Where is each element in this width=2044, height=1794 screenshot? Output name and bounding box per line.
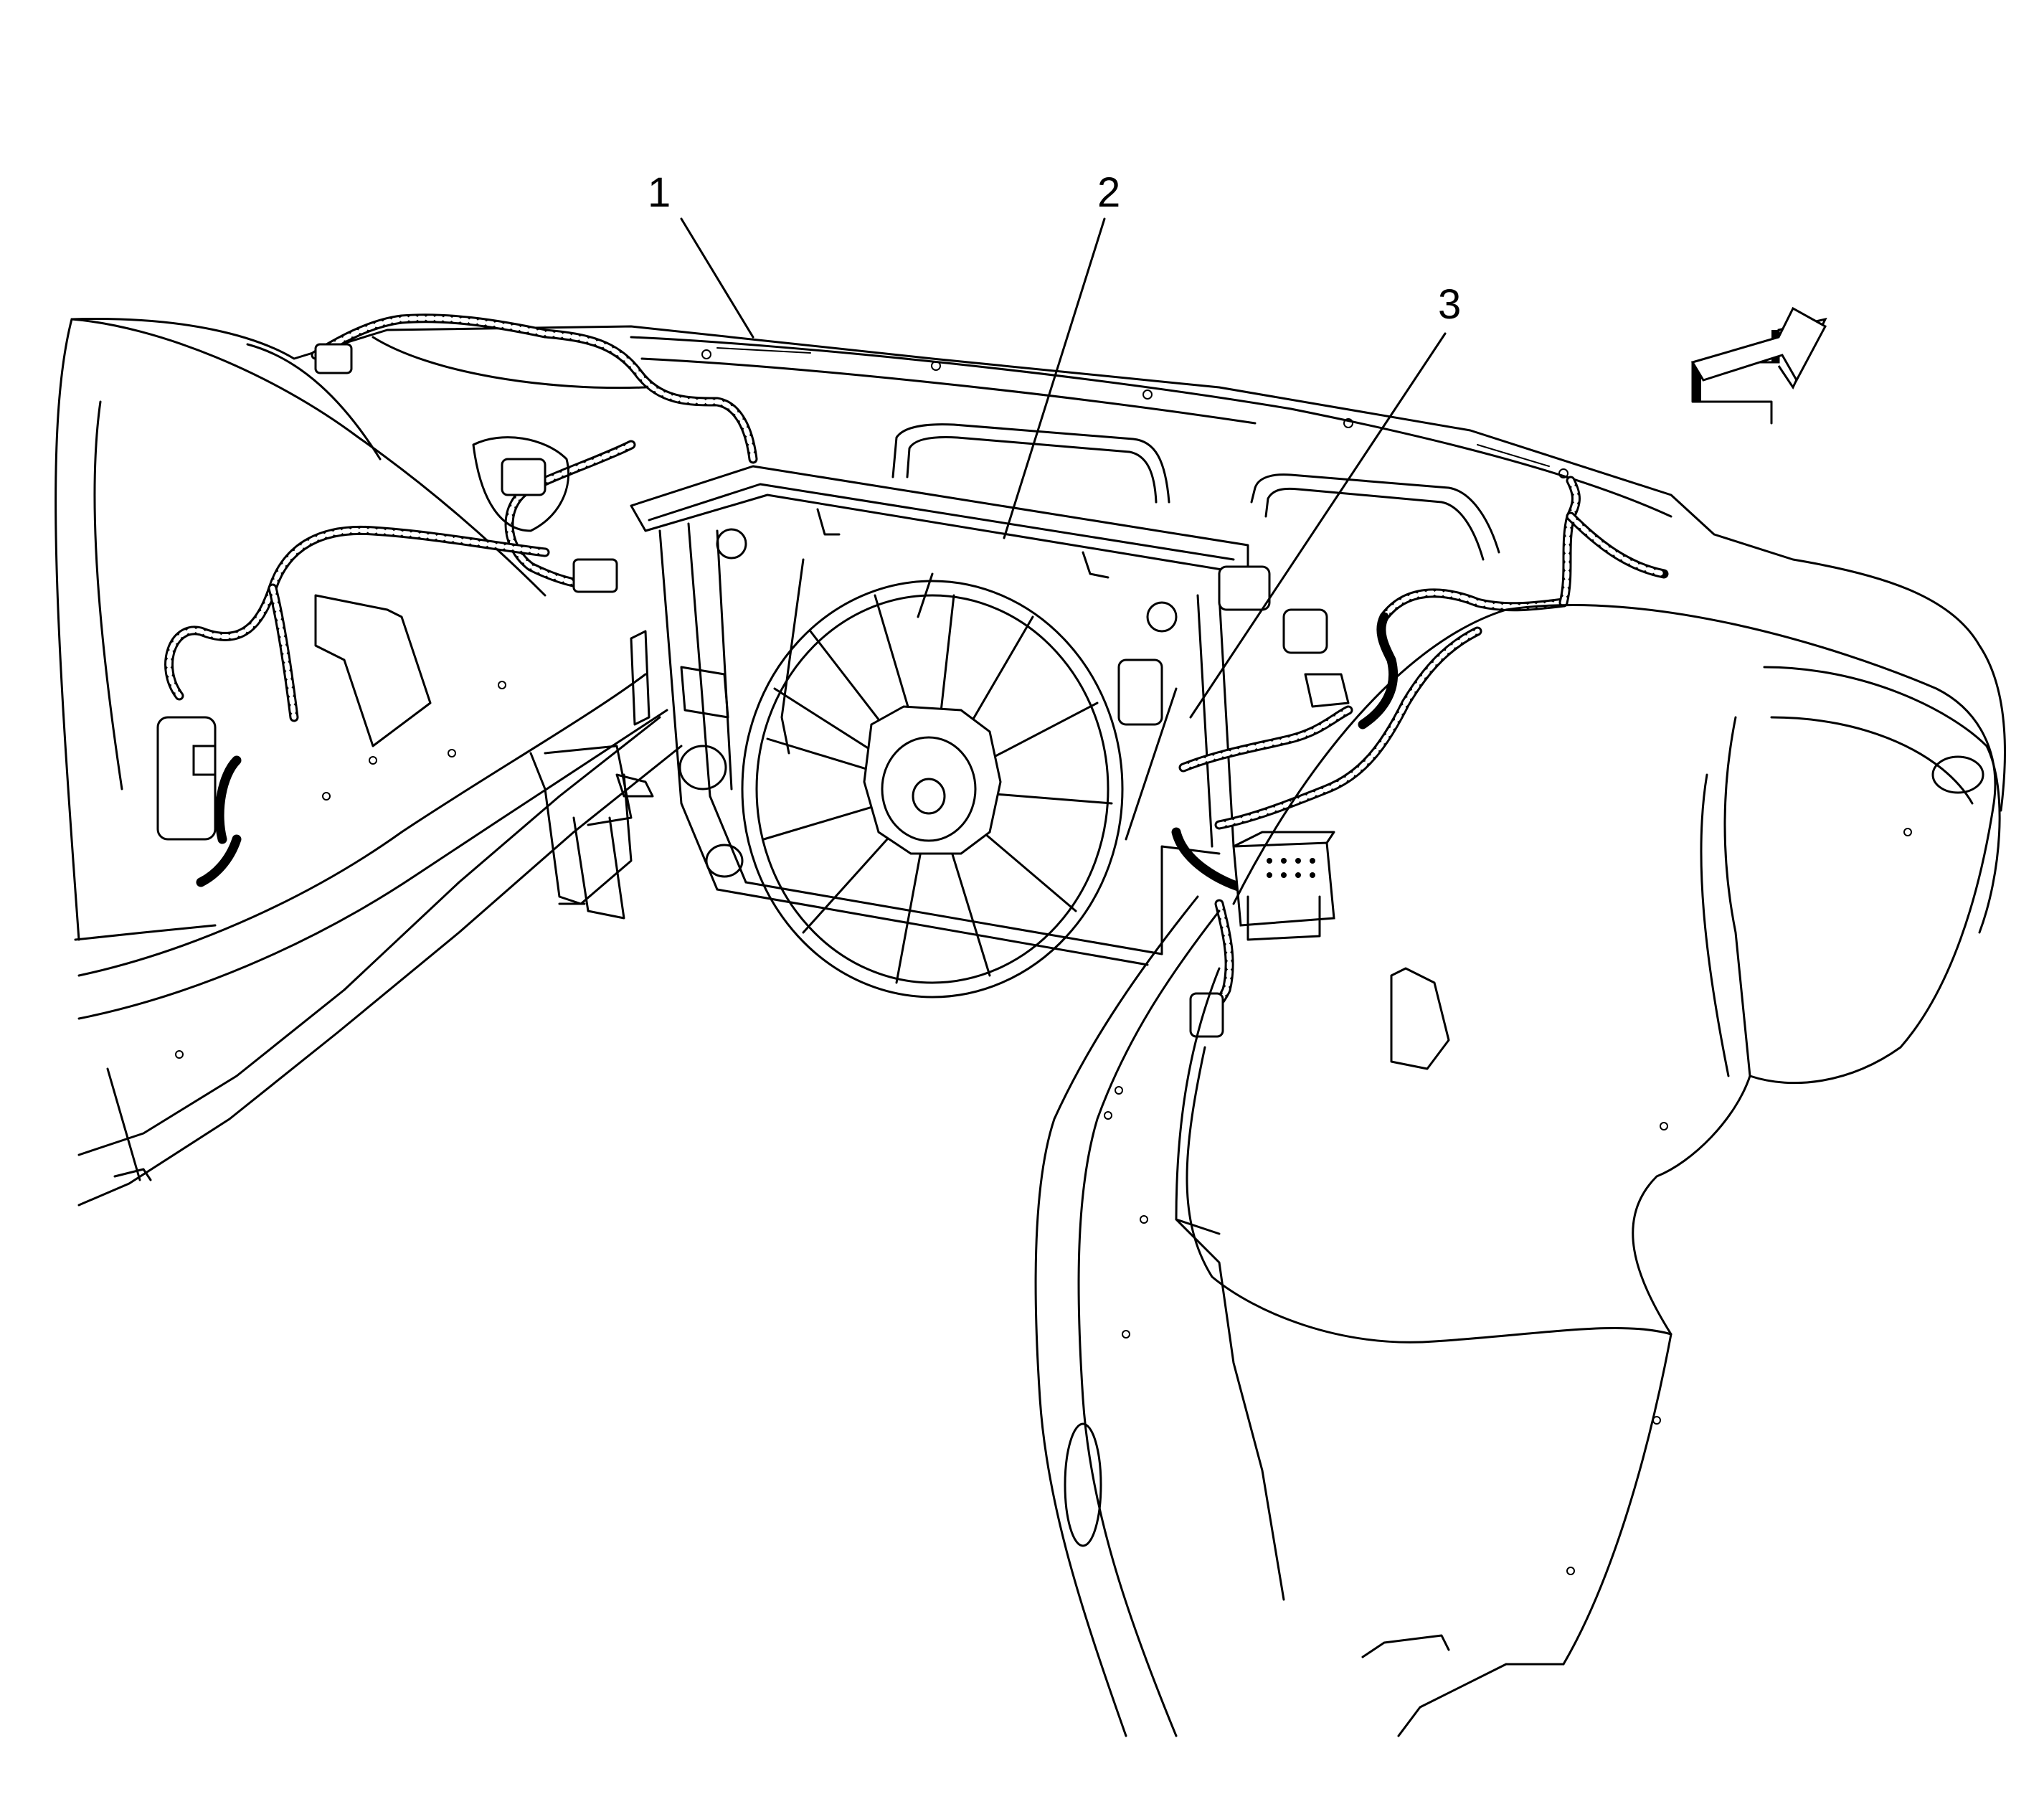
forward-direction-arrow-icon <box>1690 306 1827 425</box>
leader-3 <box>1189 332 1447 719</box>
leader-1 <box>680 217 754 339</box>
right-wiring-harness <box>1171 476 1669 1038</box>
callout-leaders <box>680 217 1447 719</box>
callout-2-label: 2 <box>1097 169 1121 216</box>
connector-pins <box>1267 858 1315 878</box>
leader-2 <box>1003 217 1106 539</box>
left-wiring-harness <box>156 313 758 887</box>
left-fender <box>55 318 683 1207</box>
callout-3-label: 3 <box>1438 281 1462 328</box>
right-frame-rail <box>1034 895 1508 1737</box>
right-fender <box>1186 603 2001 1666</box>
callout-1-label: 1 <box>648 169 671 216</box>
radiator-fan-module <box>544 465 1350 998</box>
front-fascia <box>70 317 2007 812</box>
